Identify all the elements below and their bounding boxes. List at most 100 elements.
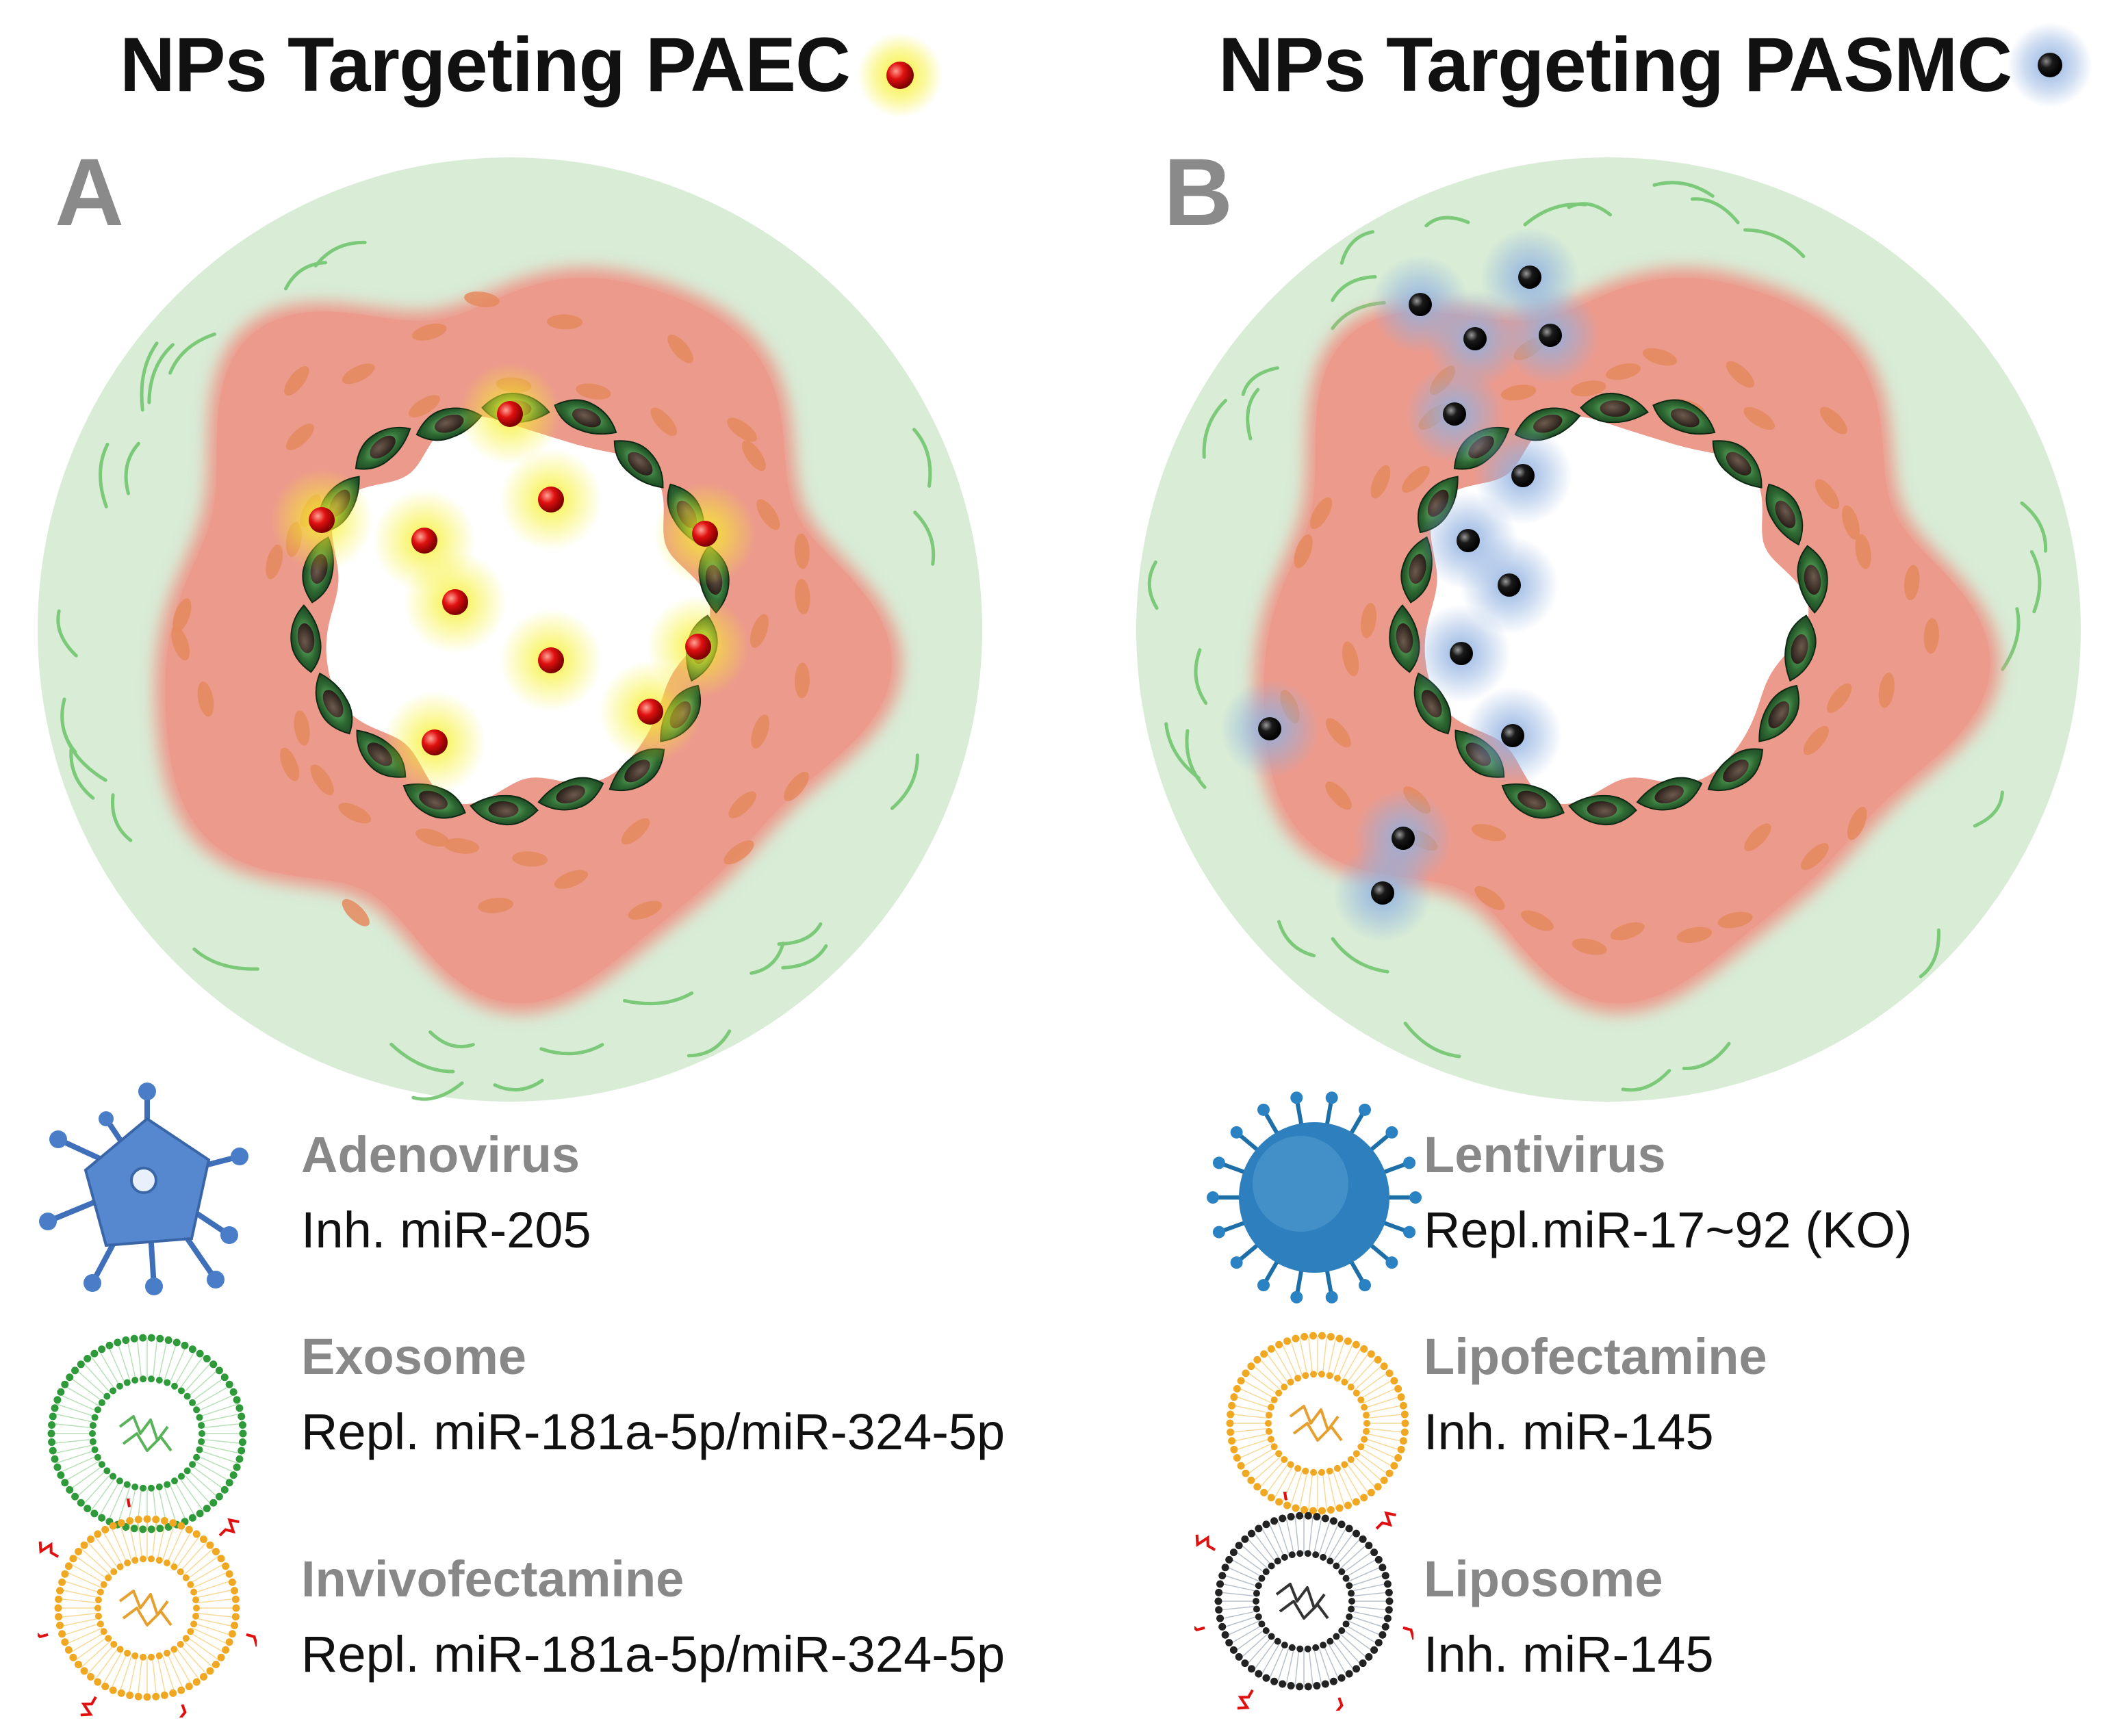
lipid-head [97, 1588, 104, 1596]
lipid-head [1226, 1419, 1234, 1427]
lipid-head [61, 1570, 69, 1578]
lipid-head [1292, 1504, 1300, 1512]
lipid-head [1275, 1389, 1283, 1397]
lipid-head [1265, 1412, 1272, 1419]
lipid-head [94, 1605, 101, 1611]
lipid-head [98, 1461, 105, 1468]
lipid-head [203, 1504, 211, 1512]
lipid-head [1258, 1575, 1266, 1582]
lipid-tail [196, 1394, 235, 1412]
lipid-tail [183, 1473, 212, 1505]
elastin-fiber [111, 793, 133, 842]
lipid-tail [1290, 1470, 1303, 1507]
lipid-head [1242, 1469, 1250, 1477]
lipid-head [1281, 1642, 1288, 1649]
lipid-tail [1218, 1605, 1257, 1611]
smc-nucleus [1841, 505, 1860, 540]
lipid-head [1385, 1588, 1393, 1596]
smc-nucleus [1310, 497, 1333, 530]
lipid-head [185, 1525, 193, 1533]
lipid-head [1320, 1553, 1327, 1561]
endothelial-cell [613, 440, 664, 489]
lipid-head [220, 1373, 229, 1382]
lipid-tail [1342, 1465, 1362, 1500]
smc-nucleus [1521, 910, 1554, 931]
lipid-head [1275, 1450, 1283, 1458]
lipid-head [123, 1481, 131, 1488]
red-nanoparticle [637, 699, 663, 725]
elastin-fiber [913, 510, 936, 566]
lipid-head [229, 1388, 238, 1396]
lipid-head [152, 1692, 160, 1700]
lipid-tail [196, 1598, 236, 1604]
lipid-head [1326, 1637, 1334, 1645]
elastin-fiber [1147, 560, 1159, 610]
lipid-head [160, 1516, 168, 1525]
elastin-fiber [912, 428, 932, 488]
lipid-head [1357, 1443, 1365, 1451]
lipid-head [105, 1574, 112, 1581]
legend-detail-lipofectamine: Inh. miR-145 [1424, 1403, 1714, 1460]
lipid-tail [194, 1385, 231, 1407]
targeting-ligand [1194, 1621, 1205, 1640]
lipid-head [192, 1530, 201, 1538]
lipid-tail [194, 1622, 232, 1636]
smc-nucleus [547, 314, 582, 330]
spike-tip [1409, 1191, 1422, 1204]
black-nanoparticle [1501, 724, 1524, 747]
lipid-head [1300, 1332, 1309, 1340]
lipid-head [1383, 1614, 1392, 1622]
lipid-head [1227, 1410, 1235, 1418]
lipid-head [196, 1349, 204, 1358]
lipid-head [147, 1375, 155, 1383]
lipid-head [1385, 1469, 1394, 1477]
lipid-tail [1327, 1471, 1337, 1510]
lipid-head [1237, 1377, 1245, 1385]
lipid-head [220, 1486, 229, 1494]
lipid-head [1267, 1436, 1274, 1443]
lipid-head [1367, 1488, 1375, 1497]
spike-tip [1385, 1126, 1398, 1139]
legend-detail-lentivirus: Repl.miR-17~92 (KO) [1424, 1202, 1912, 1258]
lipid-tail [192, 1627, 229, 1645]
lipid-head [160, 1692, 168, 1700]
lipid-head [66, 1486, 74, 1494]
lipid-tail [201, 1413, 242, 1423]
lipid-tail [137, 1519, 143, 1559]
lipid-head [1214, 1597, 1222, 1605]
lipid-head [1310, 1468, 1318, 1476]
lipofectamine-icon [1226, 1332, 1409, 1515]
lipid-head [169, 1519, 177, 1527]
lipid-head [126, 1692, 134, 1700]
lipid-head [1326, 1372, 1333, 1379]
lipid-head [1361, 1436, 1368, 1443]
smc-nucleus [310, 764, 334, 796]
elastin-fiber [623, 991, 694, 1006]
smc-nucleus [554, 870, 589, 889]
lipid-tail [1362, 1442, 1398, 1460]
lipid-head [1318, 1507, 1326, 1515]
smc-nucleus [415, 828, 450, 847]
lipid-head [1353, 1665, 1361, 1673]
smc-nucleus [750, 614, 769, 648]
lipid-head [177, 1568, 184, 1576]
lipid-head [233, 1396, 241, 1404]
lipid-head [239, 1429, 247, 1438]
lipid-head [182, 1635, 190, 1642]
lipid-tail [1346, 1462, 1370, 1494]
smc-nucleus [342, 898, 370, 927]
lipid-head [1342, 1575, 1350, 1582]
lipid-head [100, 1628, 107, 1635]
panel-a-title: NPs Targeting PAEC [120, 22, 851, 107]
lipid-head [124, 1559, 131, 1567]
lipid-head [1329, 1517, 1337, 1525]
smc-nucleus [285, 424, 314, 450]
lipid-tail [117, 1342, 131, 1382]
lipid-head [238, 1438, 246, 1447]
invivofectamine-icon [38, 1499, 257, 1718]
lipid-head [1294, 1375, 1302, 1382]
lipid-tail [1225, 1620, 1261, 1637]
lipid-tail [1273, 1347, 1294, 1382]
lipid-head [1345, 1525, 1353, 1533]
lipid-tail [60, 1589, 99, 1598]
